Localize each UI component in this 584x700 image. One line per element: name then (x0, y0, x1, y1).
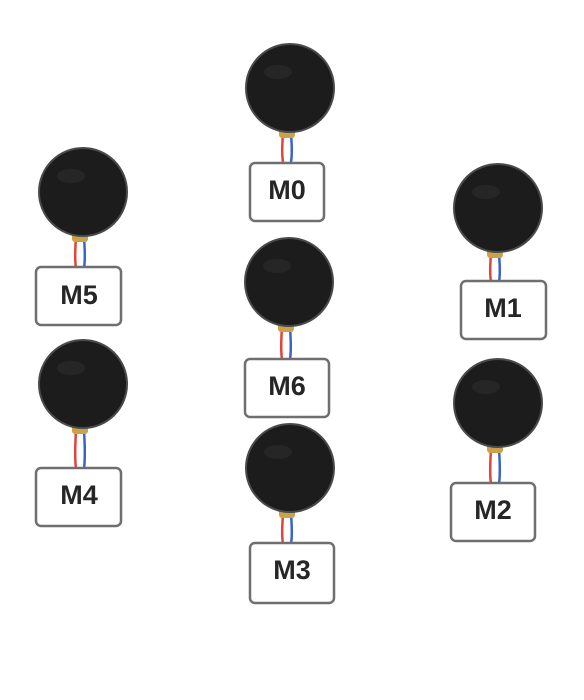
motor-label: M3 (273, 555, 311, 585)
vibration-motor-icon (245, 423, 335, 545)
motor-m2: M2 (449, 358, 543, 543)
label-box (449, 481, 537, 543)
vibration-motor-icon (38, 147, 128, 269)
label-box (243, 357, 331, 419)
vibration-motor-icon (453, 163, 543, 283)
motor-m5: M5 (34, 147, 128, 327)
vibration-motor-icon (38, 339, 128, 470)
motor-m4: M4 (34, 339, 128, 528)
vibration-motor-icon (453, 358, 543, 485)
label-box (34, 466, 123, 528)
motor-label: M1 (484, 293, 522, 323)
motor-label: M4 (60, 480, 98, 510)
label-box (248, 161, 326, 223)
motor-label: M2 (474, 495, 512, 525)
motor-m6: M6 (243, 237, 334, 419)
motor-label: M0 (268, 175, 306, 205)
label-box (34, 265, 123, 327)
vibration-motor-icon (244, 237, 334, 361)
motor-m3: M3 (245, 423, 336, 605)
vibration-motor-icon (245, 43, 335, 163)
motor-m1: M1 (453, 163, 548, 341)
motor-label: M5 (60, 280, 98, 310)
motor-label: M6 (268, 371, 306, 401)
label-box (459, 279, 548, 341)
label-box (248, 541, 336, 605)
motor-m0: M0 (245, 43, 335, 223)
